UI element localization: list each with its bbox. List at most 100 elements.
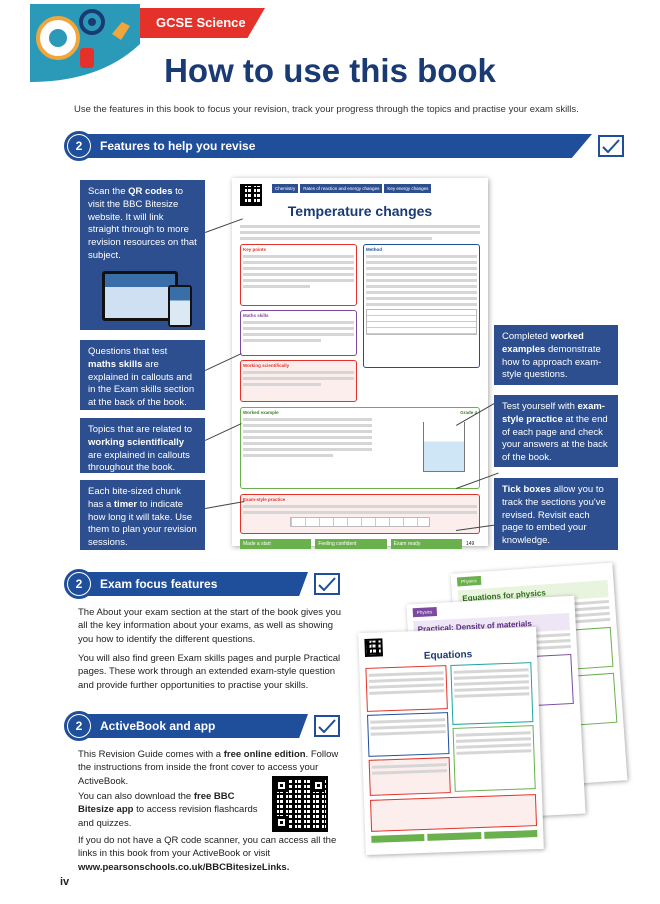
method-box: Method <box>363 244 480 368</box>
bitesize-qr-code[interactable] <box>272 776 328 832</box>
callout-text: Each bite-sized chunk has a <box>88 486 181 510</box>
callout-bold: QR codes <box>128 186 173 197</box>
breadcrumb-item: Chemistry <box>272 184 299 193</box>
section-activebook-header: 2 ActiveBook and app <box>64 711 340 741</box>
maths-skills-box: Maths skills <box>240 310 357 356</box>
callout-bold: worked examples <box>502 331 584 355</box>
feeling-confident-box[interactable]: Feeling confident <box>315 539 387 549</box>
check-icon <box>318 719 336 733</box>
sample-breadcrumb: Chemistry Rates of reaction and energy c… <box>272 184 480 193</box>
section-number: 2 <box>68 135 90 157</box>
callout-text: are explained in callouts throughout the… <box>88 449 190 474</box>
callout-bold: timer <box>113 498 138 510</box>
qr-code[interactable] <box>240 184 262 206</box>
stack-page-front: Equations <box>358 626 544 856</box>
sample-footer: Made a start Feeling confident Exam read… <box>240 539 480 549</box>
box-label: Working scientifically <box>243 363 290 368</box>
stack-title: Equations <box>423 649 473 662</box>
callout-text: demonstrate how to approach exam-style q… <box>502 343 602 381</box>
check-icon <box>602 139 620 153</box>
grade-label: Grade 4 <box>460 410 477 415</box>
callout-bold: Tick boxes <box>502 484 551 495</box>
exam-focus-para-2: You will also find green Exam skills pag… <box>78 653 341 691</box>
callout-bold: working scientifically <box>88 436 185 448</box>
breadcrumb-item: Rates of reaction and energy changes <box>300 184 383 193</box>
box-label: Maths skills <box>243 313 269 318</box>
working-scientifically-box: Working scientifically <box>240 360 357 402</box>
para-text: to access revision flashcards and quizze… <box>78 804 258 829</box>
page-number: iv <box>60 876 70 888</box>
timer-icon: 2 <box>64 711 94 741</box>
section-number: 2 <box>68 715 90 737</box>
callout-maths-skills: Questions that test maths skills are exp… <box>80 340 205 410</box>
callout-text: to indicate how long it will take. Use t… <box>88 498 197 549</box>
para-bold: free BBC Bitesize app <box>78 791 235 816</box>
box-label: Worked example <box>243 410 279 415</box>
exam-focus-para-1: The About your exam section at the start… <box>78 607 341 645</box>
header-illustration <box>30 4 140 82</box>
footer-label: Made a start <box>243 541 271 547</box>
beaker-diagram <box>423 422 465 472</box>
section-exam-focus-header: 2 Exam focus features <box>64 569 340 599</box>
check-icon <box>318 577 336 591</box>
stack-tab: Physics <box>456 575 481 587</box>
callout-working-scientifically: Topics that are related to working scien… <box>80 418 205 473</box>
callout-exam-practice: Test yourself with exam-style practice a… <box>494 395 618 467</box>
callout-text: allow you to track the sections you've r… <box>502 484 606 547</box>
key-points-box: Key points <box>240 244 357 306</box>
timer-icon: 2 <box>64 131 94 161</box>
practice-table <box>289 517 431 527</box>
callout-text: are explained in callouts and in the Exa… <box>88 358 195 409</box>
exam-ready-box[interactable]: Exam ready <box>390 539 462 549</box>
subject-tab-label: GCSE Science <box>156 15 246 30</box>
para-bold: free online edition <box>223 749 306 760</box>
callout-text: Test yourself with <box>502 401 578 412</box>
made-a-start-box[interactable]: Made a start <box>240 539 312 549</box>
callout-text: to visit the BBC Bitesize website. It wi… <box>88 186 197 262</box>
callout-bold: exam-style practice <box>502 401 605 425</box>
footer-label: Feeling confident <box>318 541 357 547</box>
callout-text: Topics that are related to <box>88 424 193 435</box>
para-text: . Follow the instructions from inside th… <box>78 749 339 787</box>
exam-practice-box: Exam-style practice <box>240 494 480 534</box>
qr-code[interactable] <box>364 638 384 657</box>
callout-worked-examples: Completed worked examples demonstrate ho… <box>494 325 618 385</box>
callout-bold: maths skills <box>88 358 143 370</box>
section-title: Features to help you revise <box>86 134 592 158</box>
activebook-para-2: You can also download the free BBC Bites… <box>78 790 258 830</box>
tick-box[interactable] <box>598 135 624 157</box>
breadcrumb-item: Key energy changes <box>384 184 432 193</box>
para-text: You can also download the <box>78 791 194 802</box>
box-label: Exam-style practice <box>243 497 286 502</box>
sample-page: Chemistry Rates of reaction and energy c… <box>232 178 488 549</box>
url-link[interactable]: www.pearsonschools.co.uk/BBCBitesizeLink… <box>78 861 290 873</box>
timer-icon: 2 <box>64 569 94 599</box>
footer-label: Exam ready <box>393 541 421 547</box>
para-text: This Revision Guide comes with a <box>78 749 224 760</box>
callout-timer: Each bite-sized chunk has a timer to ind… <box>80 480 205 550</box>
callout-text: Questions that test <box>88 346 168 357</box>
section-title: Exam focus features <box>86 572 308 596</box>
section-title: ActiveBook and app <box>86 714 308 738</box>
activebook-para-3: If you do not have a QR code scanner, yo… <box>78 834 343 874</box>
callout-tick-boxes: Tick boxes allow you to track the sectio… <box>494 478 618 550</box>
activebook-para-1: This Revision Guide comes with a free on… <box>78 748 343 788</box>
stack-tab: Physics <box>412 606 437 618</box>
box-label: Key points <box>243 247 267 252</box>
box-label: Method <box>366 247 382 252</box>
subject-tab: GCSE Science <box>140 8 265 38</box>
worked-example-box: Worked example Grade 4 <box>240 407 480 489</box>
callout-text: Scan the <box>88 186 129 197</box>
callout-qr-codes: Scan the QR codes to visit the BBC Bites… <box>80 180 205 330</box>
device-illustration <box>88 270 197 329</box>
tick-box[interactable] <box>314 715 340 737</box>
para-text: If you do not have a QR code scanner, yo… <box>78 835 337 860</box>
callout-text: Completed <box>502 331 551 342</box>
sample-title: Temperature changes <box>287 203 433 219</box>
sample-page-number: 149 <box>465 541 475 547</box>
intro-text: Use the features in this book to focus y… <box>74 104 579 115</box>
results-table <box>366 309 477 335</box>
callout-text: at the end of each page and check your a… <box>502 413 608 464</box>
section-features-header: 2 Features to help you revise <box>64 131 624 161</box>
tick-box[interactable] <box>314 573 340 595</box>
